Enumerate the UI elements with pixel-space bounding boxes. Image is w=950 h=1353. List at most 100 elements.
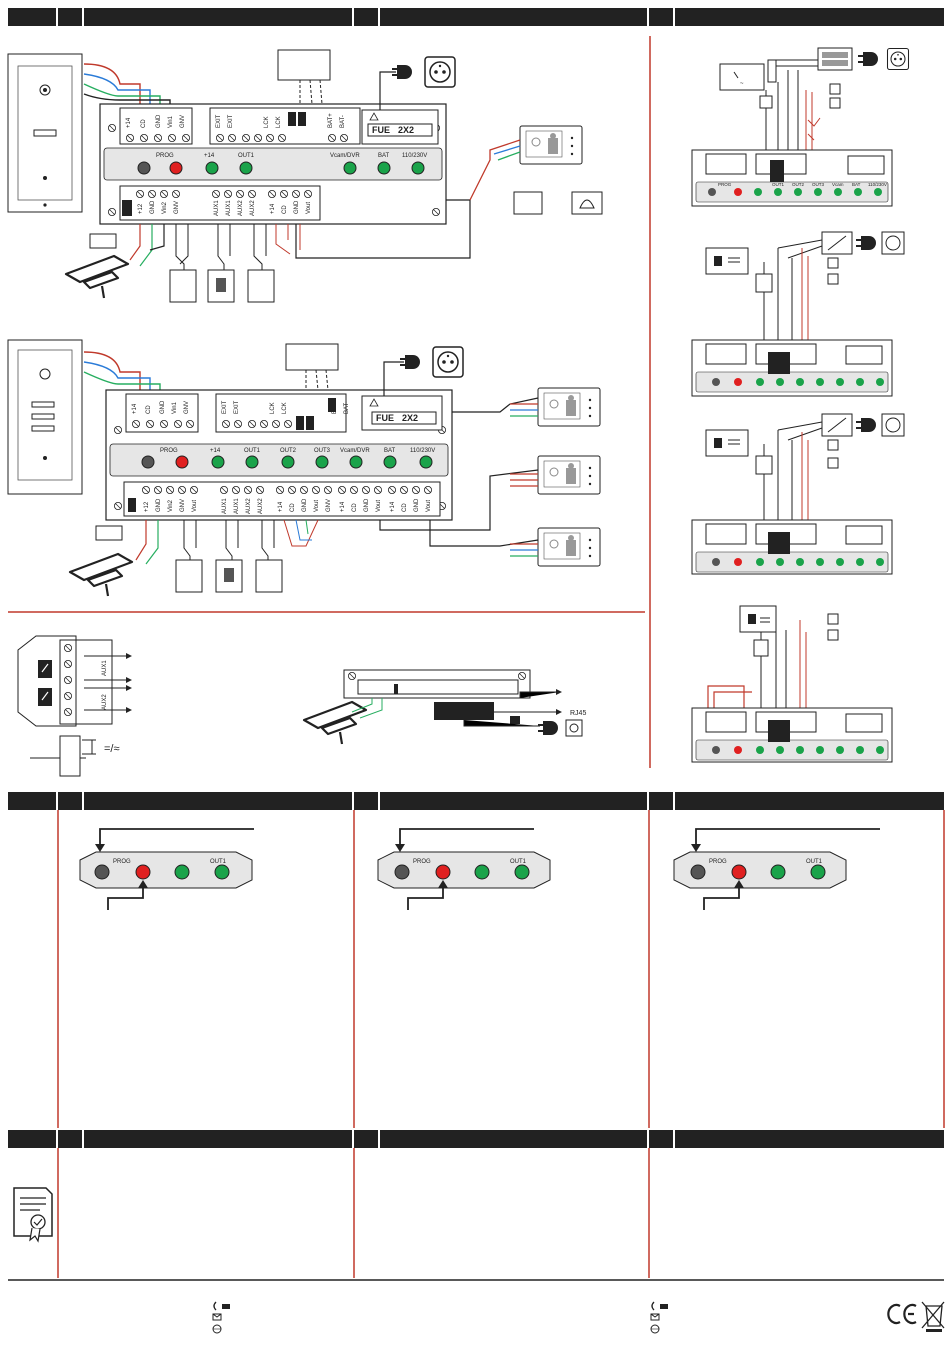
dvr-detail: RJ45 [302,669,586,746]
led-label: 110/230V [402,153,427,159]
term-label: BAT- [344,401,350,414]
term-label: GNV [180,499,186,512]
led-label: OUT3 [812,182,824,187]
term-label: +14 [132,403,138,414]
led-label: PROG [160,448,178,454]
right-diagram-4 [691,605,893,763]
board-logo-1: FUE 2X2 [361,109,439,145]
term-label: AUX2 [238,200,244,216]
door-station-2 [7,339,83,495]
svg-text:~: ~ [740,81,744,87]
led-label: OUT3 [314,448,331,454]
relay-detail: AUX1 AUX2 =/≈ [17,635,132,777]
transformer-box-1 [277,49,331,81]
led-label: +14 [204,153,215,159]
transformer-box-2 [285,343,339,371]
prog-label: PROG [413,859,431,865]
term-label: CD [141,119,147,128]
right-diagrams: ~ [691,47,910,763]
aux-device-2 [255,559,283,593]
out1-label: OUT1 [806,859,823,865]
term-label: Vin2 [162,201,168,214]
terminal-strip-bottom-1: +12 GND Vin2 GNV AUX1 AUX1 AUX2 AUX2 +14… [119,185,321,221]
term-label: LCK [276,116,282,128]
led-label: 110/230V [868,182,887,187]
plug-icon [538,721,558,735]
term-label: GND [302,498,308,512]
aux-device-1 [175,559,203,593]
term-label: Vout [426,500,432,512]
push-button-icon [513,191,543,215]
monitor-2c [537,527,601,567]
term-label: LCK [270,402,276,414]
term-label: Vin1 [168,115,174,128]
term-label: Vout [306,202,312,214]
term-label: CD [352,503,358,512]
aux-device-1 [169,269,197,303]
relay-aux1-label: AUX1 [102,660,108,676]
power-socket-icon [424,56,456,88]
term-label: Vin1 [172,401,178,414]
led-label: OUT1 [772,182,784,187]
monitor-2b [537,455,601,495]
contact-icons-right [650,1301,668,1334]
camera-label-box [89,233,117,249]
relay-symbol: =/≈ [104,743,120,755]
terminal-strip-top-1: +14 CD GND Vin1 GNV EXIT EXIT LCK LCK BA… [119,107,361,145]
term-label: GND [414,498,420,512]
aux-device-2 [247,269,275,303]
camera-label-box [95,525,123,541]
control-board-1: +14 CD GND Vin1 GNV EXIT EXIT LCK LCK BA… [99,103,447,225]
term-label: EXIT [228,114,234,128]
term-label: Vout [192,500,198,512]
term-label: CD [282,205,288,214]
camera-icon [64,254,130,300]
led-label: BAT [378,153,390,159]
led-label: OUT1 [238,153,255,159]
term-label: EXIT [216,114,222,128]
term-label: GNV [326,499,332,512]
header-bar-bottom [8,1130,944,1148]
model-text: 2X2 [402,413,418,423]
camera-icon [302,700,368,746]
led-label: OUT1 [244,448,261,454]
led-label: Vcam/DVR [340,448,370,454]
led-label: Vcam/DVR [330,153,360,159]
led-label: OUT2 [792,182,804,187]
door-station-1 [7,53,83,213]
prog-label: PROG [113,859,131,865]
right-diagram-1: ~ [691,47,910,207]
diagram-1: +14 CD GND Vin1 GNV EXIT EXIT LCK LCK BA… [7,49,603,303]
out1-label: OUT1 [210,859,227,865]
term-label: Vin2 [168,499,174,512]
led-label: OUT2 [280,448,297,454]
header-bar-mid [8,792,944,810]
term-label: CD [146,405,152,414]
brand-text: FUE [376,413,394,423]
term-label: +12 [144,501,150,512]
term-label: +14 [390,501,396,512]
term-label: GND [294,200,300,214]
term-label: GNV [184,401,190,414]
term-label: AUX2 [250,200,256,216]
certificate-icon [13,1187,53,1243]
term-label: GNV [180,115,186,128]
term-label: AUX1 [214,200,220,216]
led-label: Vcam [832,182,844,187]
term-label: GND [150,200,156,214]
led-label: BAT [852,182,861,187]
contact-icons-left [212,1301,230,1334]
weee-bin-icon [921,1301,945,1332]
led-label: 110/230V [410,448,435,454]
term-label: Vout [376,500,382,512]
rj45-label: RJ45 [570,710,586,717]
term-label: AUX1 [226,200,232,216]
term-label: GNV [174,201,180,214]
term-label: AUX2 [258,498,264,514]
right-diagram-2 [691,231,905,397]
board-logo-2: FUE 2X2 [361,395,443,431]
term-label: LCK [264,116,270,128]
header-bar-top [8,8,944,26]
term-label: GND [156,114,162,128]
right-diagram-3 [691,413,905,575]
